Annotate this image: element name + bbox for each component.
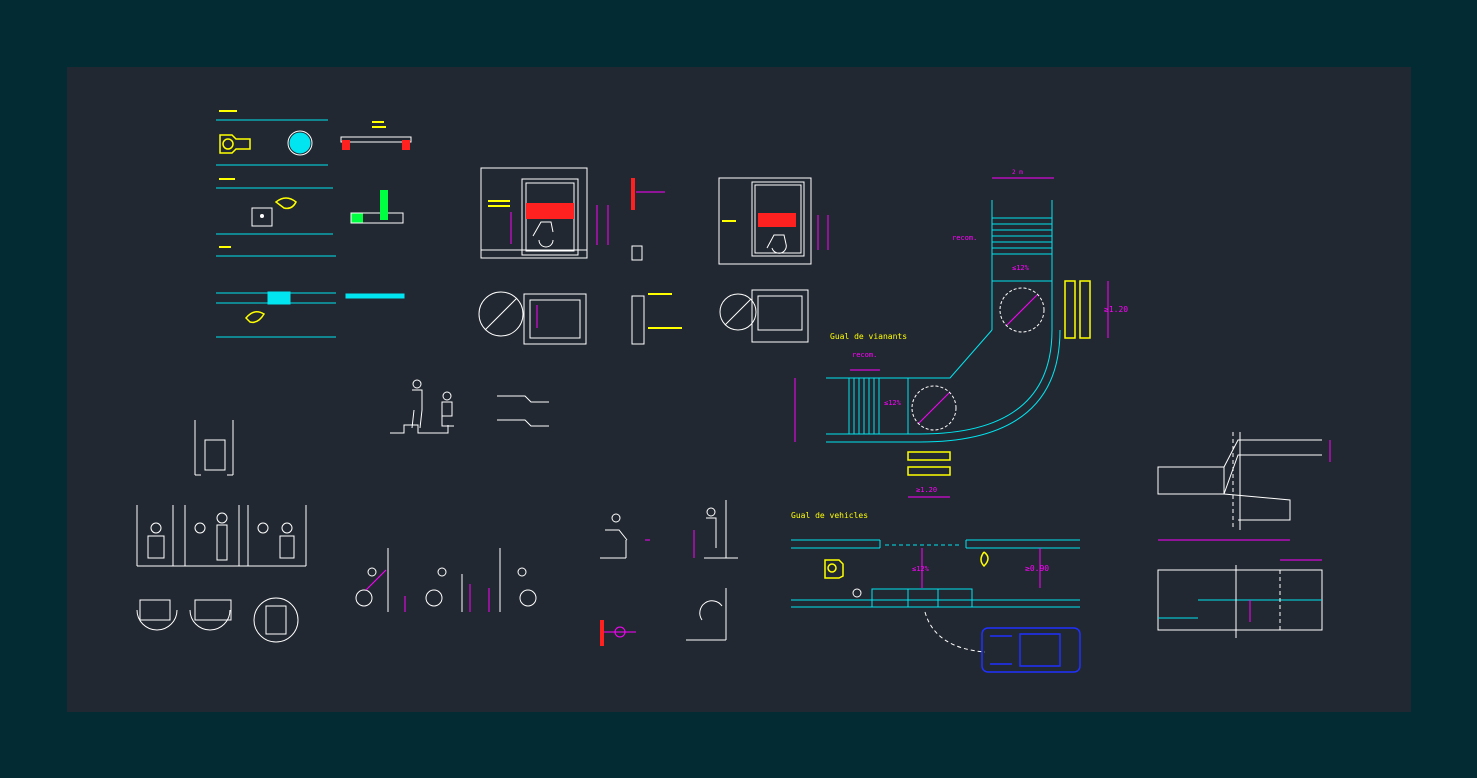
standing-person-icon xyxy=(390,379,549,434)
reach-range-figures xyxy=(355,500,738,641)
vehicle-pass-dimensions xyxy=(921,548,1041,588)
pedestrian-pass-plan xyxy=(826,200,1061,443)
section-details-top-left xyxy=(251,136,412,227)
doorway-wheelchair-plans xyxy=(136,420,307,643)
turning-circle-icon xyxy=(911,287,1045,431)
tactile-paving-details xyxy=(216,119,405,338)
elevator-plan-right xyxy=(718,177,812,343)
turning-circle-diagonals xyxy=(918,294,1038,424)
yellow-markers-top-left xyxy=(219,110,386,248)
car-plan-icon xyxy=(981,627,1081,673)
vehicle-slope-label: ≤12% xyxy=(912,565,930,573)
elevator-dimension-lines xyxy=(510,205,829,328)
ramp-sections xyxy=(1157,432,1323,638)
wall-button-details xyxy=(600,620,636,646)
wheelchair-icon xyxy=(219,134,297,324)
tactile-strips-yellow xyxy=(907,280,1091,476)
reach-dimensions xyxy=(365,530,695,612)
vehicle-pass-plan xyxy=(791,539,1080,608)
vehicle-dim-label: ≥0.90 xyxy=(1025,564,1049,573)
dim-right-label: ≥1.20 xyxy=(1104,305,1128,314)
vehicle-path-arrow xyxy=(924,611,986,653)
slope-top-label: ≤12% xyxy=(1012,264,1030,272)
vehicle-pass-title: Gual de vehicles xyxy=(791,511,868,520)
elevator-plan-left xyxy=(478,167,588,345)
cad-drawing-canvas: Gual de vianants recom. recom. 2 m ≤12% … xyxy=(136,110,1331,673)
width-top-label: 2 m xyxy=(1012,169,1023,176)
pedestrian-pass-dimensions xyxy=(794,177,1109,498)
vehicle-pass-wheelchair-icon xyxy=(824,551,989,579)
dim-bottom-label: ≥1.20 xyxy=(916,486,937,494)
pedestrian-pass-title: Gual de vianants xyxy=(830,332,907,341)
recom-top-label: recom. xyxy=(952,234,977,242)
stroller-icon xyxy=(852,588,862,598)
slope-left-label: ≤12% xyxy=(884,399,902,407)
ramp-dimensions xyxy=(1158,440,1331,622)
elevator-button-panel xyxy=(488,178,736,345)
recom-left-label: recom. xyxy=(852,351,877,359)
drawing-sheet: Gual de vianants recom. recom. 2 m ≤12% … xyxy=(67,67,1411,712)
